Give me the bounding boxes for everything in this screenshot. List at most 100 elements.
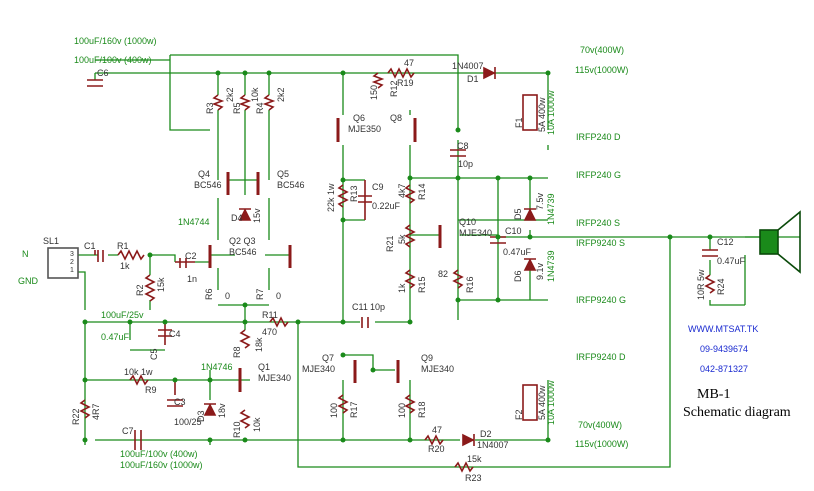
label-c3: C3 <box>174 397 186 407</box>
label-r13-value: 22k 1w <box>326 183 336 212</box>
junctions <box>82 70 713 443</box>
label-q6: Q6 <box>353 113 366 123</box>
resistor-r22 <box>79 399 91 419</box>
label-r1: R1 <box>117 241 129 251</box>
label-c2: C2 <box>185 251 197 261</box>
label-f1: F1 <box>514 117 524 128</box>
label-1n4744: 1N4744 <box>178 217 210 227</box>
label-d1-value: 1N4007 <box>452 61 484 71</box>
transistor-q2-q3 <box>208 245 292 268</box>
label-r19: R19 <box>397 78 414 88</box>
label-r20-value: 47 <box>432 425 443 435</box>
wires <box>78 54 800 468</box>
label-r15: R15 <box>417 276 427 293</box>
resistor-r11 <box>269 316 289 328</box>
connector-sl1 <box>47 247 79 279</box>
label-d5: D5 <box>513 208 523 220</box>
label-q6-value: MJE350 <box>348 124 382 134</box>
power-top-left-2: 100uF/100v (400w) <box>74 55 152 65</box>
label-r9-value: 10k 1w <box>124 367 153 377</box>
label-c5-value: 0.47uF <box>101 332 130 342</box>
label-irfp240-g: IRFP240 G <box>576 170 622 180</box>
label-q7-value: MJE340 <box>302 364 336 374</box>
resistor-r19 <box>387 67 415 79</box>
label-1n4739-a: 1N4739 <box>546 193 556 225</box>
label-q5: Q5 <box>277 169 290 179</box>
label-r17: R17 <box>349 401 359 418</box>
label-r18-value: 100 <box>397 402 407 418</box>
contact-website-link[interactable]: WWW.MTSAT.TK <box>688 324 759 334</box>
label-c11-value: 10p <box>370 302 386 312</box>
power-top-right-2: 115v(1000W) <box>575 65 629 75</box>
label-r24: R24 <box>716 278 726 295</box>
label-d2: D2 <box>480 429 492 439</box>
label-r8-value: 18k <box>254 337 264 352</box>
label-r23-value: 15k <box>467 454 482 464</box>
resistor-r1 <box>117 249 145 261</box>
power-bottom-left-1: 100uF/100v (400w) <box>120 449 198 459</box>
diagram-title: MB-1 <box>697 387 731 402</box>
label-r19-value: 47 <box>404 58 415 68</box>
label-q5-value: BC546 <box>277 180 305 190</box>
resistor-r10 <box>239 409 251 429</box>
label-c4: C4 <box>169 329 181 339</box>
label-r3: R3 <box>205 102 215 114</box>
label-pin2: 2 <box>70 259 74 266</box>
label-q10: Q10 <box>459 217 477 227</box>
label-d6: D6 <box>513 270 523 282</box>
capacitor-c1 <box>94 250 104 262</box>
label-d2-value: 1N4007 <box>477 440 509 450</box>
label-c6: C6 <box>97 68 109 78</box>
label-r16: R16 <box>465 276 475 293</box>
label-r14: R14 <box>417 183 427 200</box>
label-r15-value: 1k <box>397 283 407 293</box>
label-f2: F2 <box>514 409 524 420</box>
label-c4-value: 100uF/25v <box>101 310 144 320</box>
label-r7-value: 0 <box>276 291 282 301</box>
contact-phone-1: 09-9439674 <box>700 344 749 354</box>
label-d1: D1 <box>467 74 479 84</box>
label-c9: C9 <box>372 182 384 192</box>
label-r11: R11 <box>262 310 278 320</box>
diode-d1 <box>483 66 496 80</box>
label-r5: R5 <box>232 102 242 114</box>
label-r14-value: 4k7 <box>397 183 407 198</box>
label-r16-value: 82 <box>438 269 449 279</box>
zener-d3 <box>203 403 217 416</box>
capacitor-c11 <box>361 317 369 328</box>
label-r13: R13 <box>349 185 359 202</box>
label-r11-value: 470 <box>262 327 278 337</box>
transistor-q6-q8 <box>336 118 417 142</box>
label-c11: C11 <box>352 302 368 312</box>
label-f2-value-2: 10A 1000w <box>546 380 556 425</box>
label-c12-value: 0.47uF <box>717 256 746 266</box>
label-f1-value-2: 10A 1000w <box>546 90 556 135</box>
capacitor-c6 <box>87 79 103 87</box>
capacitor-c8 <box>450 149 466 157</box>
resistor-r4 <box>262 94 276 111</box>
input-gnd-label: GND <box>18 276 38 286</box>
label-r18: R18 <box>417 401 427 418</box>
label-1n4739-b: 1N4739 <box>546 250 556 282</box>
label-irfp9240-g: IRFP9240 G <box>576 295 627 305</box>
label-r22-value: 4R7 <box>91 403 101 420</box>
zener-d5 <box>523 208 537 221</box>
resistor-r24 <box>704 274 716 294</box>
label-c5: C5 <box>149 348 159 360</box>
power-bottom-right-2: 115v(1000W) <box>575 439 629 449</box>
label-r6-value: 0 <box>225 291 231 301</box>
label-q2-q3-value: BC546 <box>229 247 257 257</box>
capacitor-c4 <box>158 322 172 345</box>
label-pin1: 1 <box>70 267 74 274</box>
label-d6-value: 9.1v <box>535 262 545 280</box>
contact-phone-2: 042-871327 <box>700 364 749 374</box>
label-c10-value: 0.47uF <box>503 247 532 257</box>
label-r23: R23 <box>465 473 482 483</box>
label-r4-value: 2k2 <box>276 87 286 102</box>
label-q4-value: BC546 <box>194 180 222 190</box>
label-r12-value: 150 <box>369 84 379 100</box>
label-c1: C1 <box>84 241 96 251</box>
label-r8: R8 <box>232 346 242 358</box>
speaker-cone <box>777 210 801 274</box>
